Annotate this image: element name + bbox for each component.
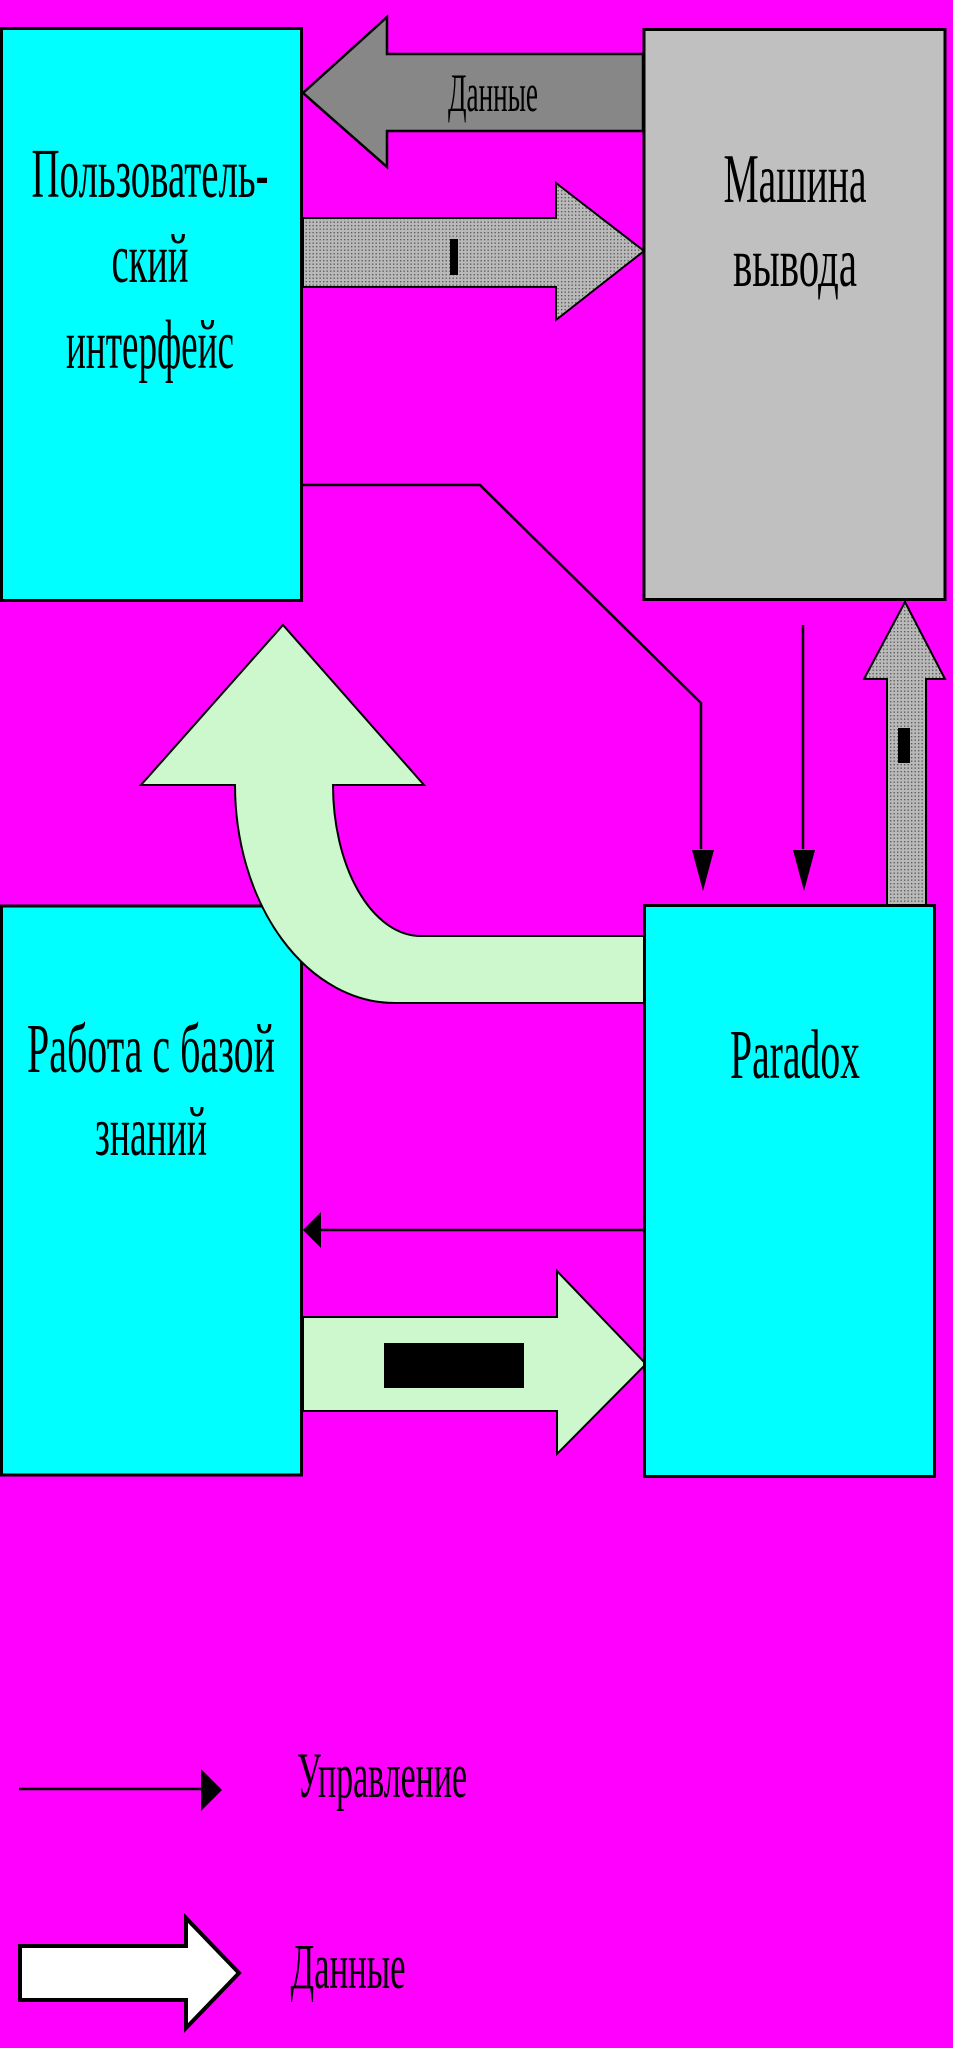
- svg-text:интерфейс: интерфейс: [66, 307, 234, 384]
- svg-text:Пользователь-: Пользователь-: [32, 136, 269, 213]
- svg-text:Управление: Управление: [297, 1740, 467, 1812]
- svg-text:Paradox: Paradox: [730, 1017, 860, 1094]
- svg-text:знаний: знаний: [95, 1094, 207, 1171]
- svg-text:ский: ский: [112, 221, 189, 298]
- svg-text:Данные: Данные: [448, 63, 538, 123]
- svg-text:Работа с базой: Работа с базой: [27, 1011, 275, 1088]
- svg-text:вывода: вывода: [733, 225, 857, 302]
- svg-text:Машина: Машина: [724, 141, 867, 218]
- svg-text:Данные: Данные: [291, 1931, 406, 2003]
